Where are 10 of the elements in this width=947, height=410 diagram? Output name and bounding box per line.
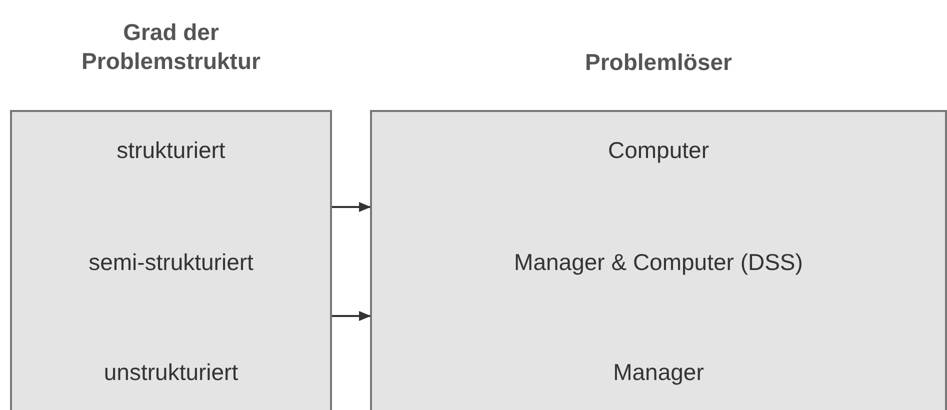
row-label: unstrukturiert xyxy=(104,358,238,386)
column-heading: Grad der Problemstruktur xyxy=(80,18,262,76)
row-label: semi-strukturiert xyxy=(88,248,254,276)
row-label: Manager & Computer (DSS) xyxy=(514,248,803,276)
arrow xyxy=(332,311,371,321)
arrow xyxy=(332,202,371,212)
row-label: Manager xyxy=(613,358,704,386)
column-heading: Problemlöser xyxy=(585,48,732,77)
row-label: strukturiert xyxy=(116,136,226,164)
row-label: Computer xyxy=(608,136,709,164)
